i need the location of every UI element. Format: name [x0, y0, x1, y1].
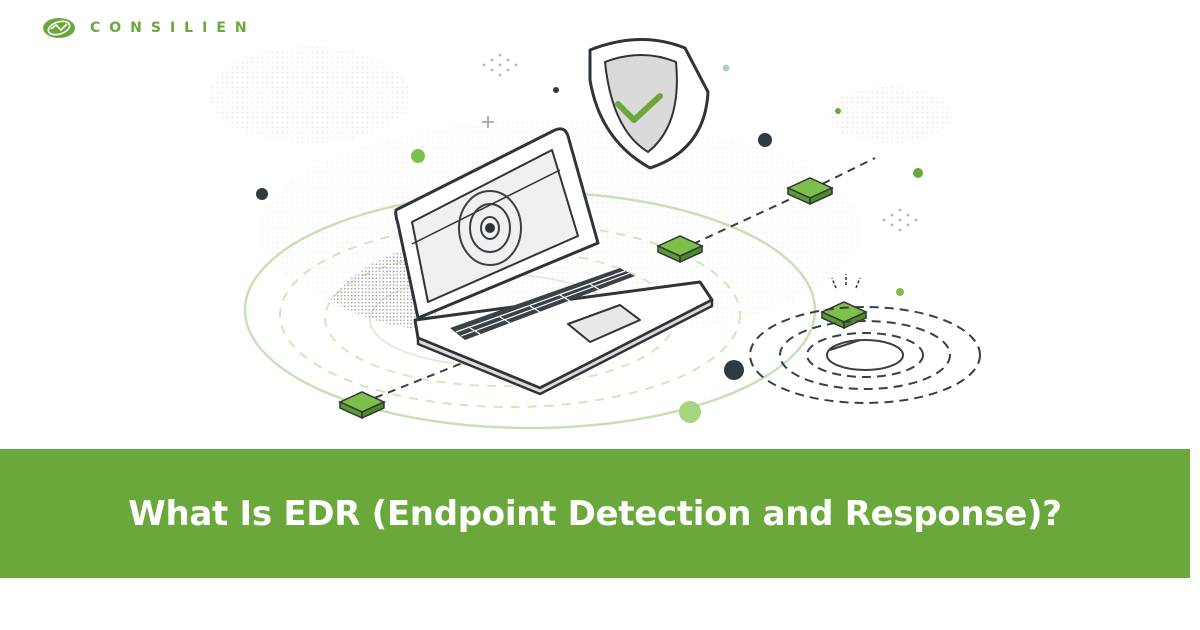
radar-icon [749, 306, 981, 404]
endpoint-node-center [656, 235, 704, 264]
page-title: What Is EDR (Endpoint Detection and Resp… [128, 493, 1062, 534]
shield-check-icon [588, 38, 710, 170]
decorative-dots [256, 64, 923, 423]
title-banner: What Is EDR (Endpoint Detection and Resp… [0, 449, 1190, 578]
radar-sweep [826, 339, 904, 371]
brand-name: CONSILIEN [90, 20, 256, 36]
alert-signal [831, 274, 861, 289]
laptop-icon [394, 127, 714, 396]
keyboard [450, 268, 635, 340]
logo-icon [43, 18, 75, 38]
edr-illustration [210, 38, 981, 430]
endpoint-node-top-right [786, 177, 834, 206]
network-connection [361, 157, 876, 404]
endpoint-node-icon [338, 177, 868, 420]
endpoint-node-left [338, 391, 386, 420]
dot-grid-icon [482, 53, 918, 232]
endpoint-node-radar [820, 301, 868, 330]
brand-logo[interactable]: CONSILIEN [42, 14, 256, 42]
plus-icon [482, 116, 494, 128]
